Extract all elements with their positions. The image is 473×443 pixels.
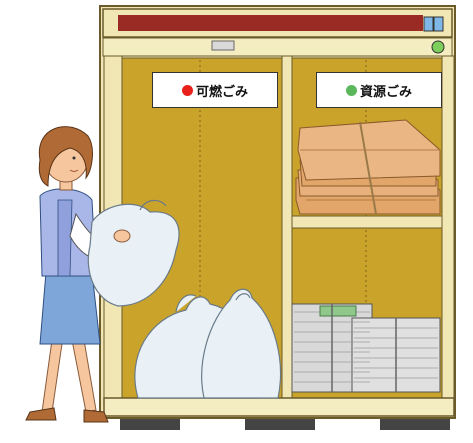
cabinet-shelf xyxy=(291,215,443,229)
burnable-waste-label: 可燃ごみ xyxy=(195,84,248,100)
hair xyxy=(38,126,93,187)
green-knob-icon xyxy=(431,40,445,54)
indicator-lights-icon xyxy=(423,16,444,32)
garbage-bags xyxy=(134,288,282,399)
red-dot-icon xyxy=(181,84,193,96)
burnable-waste-sign: 可燃ごみ xyxy=(152,72,278,108)
cardboard-stack xyxy=(295,119,441,215)
newspaper-bundles xyxy=(291,303,441,393)
woman-figure xyxy=(25,126,180,423)
recyclable-waste-label: 資源ごみ xyxy=(359,84,412,100)
held-bag xyxy=(87,203,180,307)
header-red-panel xyxy=(118,15,423,31)
green-dot-icon xyxy=(345,84,357,96)
handle-icon xyxy=(211,40,235,51)
recyclable-waste-sign: 資源ごみ xyxy=(316,72,442,108)
